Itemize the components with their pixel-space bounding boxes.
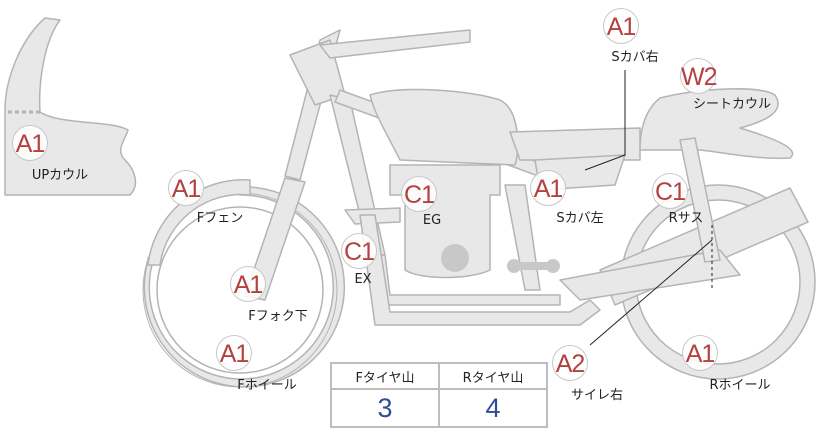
label-muffler-right: サイレ右: [570, 388, 624, 403]
label-side-cover-left: Sカバ左: [556, 211, 604, 226]
damage-badge-front-fork-lower[interactable]: A1: [230, 266, 266, 302]
leader-line-side-cover-right: [584, 70, 626, 171]
label-engine: EG: [422, 213, 442, 228]
label-rear-suspension: Rサス: [668, 211, 704, 226]
damage-badge-muffler-right[interactable]: A2: [552, 345, 588, 381]
label-side-cover-right: Sカバ右: [611, 50, 659, 65]
seat-cowl-shape: [639, 88, 794, 160]
damage-badge-front-fender[interactable]: A1: [168, 170, 204, 206]
tank-shape: [369, 88, 519, 166]
damage-badge-rear-suspension[interactable]: C1: [652, 173, 688, 209]
front-tire-tread-value: 3: [330, 388, 440, 428]
front-fork-shape: [244, 177, 306, 301]
damage-badge-rear-wheel[interactable]: A1: [682, 335, 718, 371]
damage-badge-seat-cowl[interactable]: W2: [680, 58, 718, 94]
rear-tire-tread-header: Rタイヤ山: [438, 362, 548, 390]
tire-tread-table: Fタイヤ山 Rタイヤ山 3 4: [330, 362, 548, 428]
seat-shape: [509, 127, 641, 161]
leader-line-muffler-right: [589, 239, 713, 346]
label-front-wheel: Fホイール: [237, 378, 297, 393]
damage-badge-upper-cowl[interactable]: A1: [12, 125, 48, 161]
label-upper-cowl: UPカウル: [31, 168, 89, 183]
rear-shock-shape: [679, 137, 721, 263]
damage-badge-engine[interactable]: C1: [401, 176, 437, 212]
damage-badge-side-cover-right[interactable]: A1: [603, 8, 639, 44]
damage-badge-exhaust[interactable]: C1: [341, 233, 377, 269]
label-exhaust: EX: [354, 272, 372, 287]
label-rear-wheel: Rホイール: [709, 378, 771, 393]
rear-tire-tread-value: 4: [438, 388, 548, 428]
damage-badge-front-wheel[interactable]: A1: [216, 335, 252, 371]
damage-badge-side-cover-left[interactable]: A1: [530, 170, 566, 206]
label-seat-cowl: シートカウル: [692, 97, 772, 112]
label-front-fender: Fフェン: [196, 211, 244, 226]
label-front-fork-lower: Fフォク下: [248, 309, 308, 324]
front-tire-tread-header: Fタイヤ山: [330, 362, 440, 390]
